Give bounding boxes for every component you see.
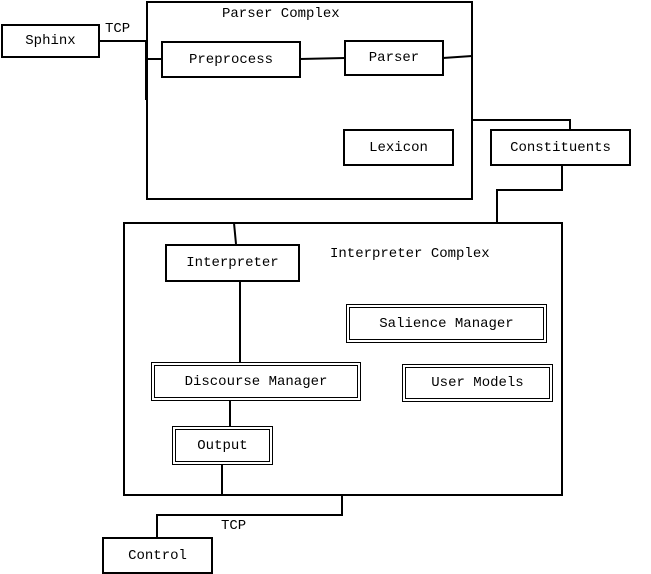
salience-manager-node[interactable]: Salience Manager (346, 304, 547, 343)
edge-interpreter-complex-control (156, 494, 343, 538)
parser-node[interactable]: Parser (344, 40, 444, 76)
control-tcp-label: TCP (221, 518, 247, 534)
discourse-manager-label: Discourse Manager (184, 373, 328, 390)
user-models-label: User Models (431, 375, 524, 391)
parser-complex-container (146, 1, 473, 200)
edge-parser-complex-constituents (472, 119, 571, 129)
control-node[interactable]: Control (102, 537, 213, 574)
parser-complex-label: Parser Complex (222, 6, 340, 22)
discourse-manager-node[interactable]: Discourse Manager (151, 362, 361, 401)
edge-parser-right-wall (442, 55, 473, 59)
output-label: Output (197, 437, 248, 454)
interpreter-complex-container (123, 222, 563, 496)
lexicon-node[interactable]: Lexicon (343, 129, 454, 166)
edge-constituents-interpreter-complex (496, 165, 563, 223)
sphinx-node[interactable]: Sphinx (1, 24, 100, 58)
edge-complex-top-interpreter (233, 222, 237, 245)
interpreter-complex-label: Interpreter Complex (330, 246, 490, 262)
salience-manager-label: Salience Manager (379, 315, 514, 332)
preprocess-node[interactable]: Preprocess (161, 41, 301, 78)
constituents-node[interactable]: Constituents (490, 129, 631, 166)
interpreter-node[interactable]: Interpreter (165, 244, 300, 282)
sphinx-tcp-label: TCP (105, 21, 131, 37)
edge-preprocess-parser (299, 57, 346, 60)
output-node[interactable]: Output (172, 426, 273, 465)
user-models-node[interactable]: User Models (402, 364, 553, 402)
